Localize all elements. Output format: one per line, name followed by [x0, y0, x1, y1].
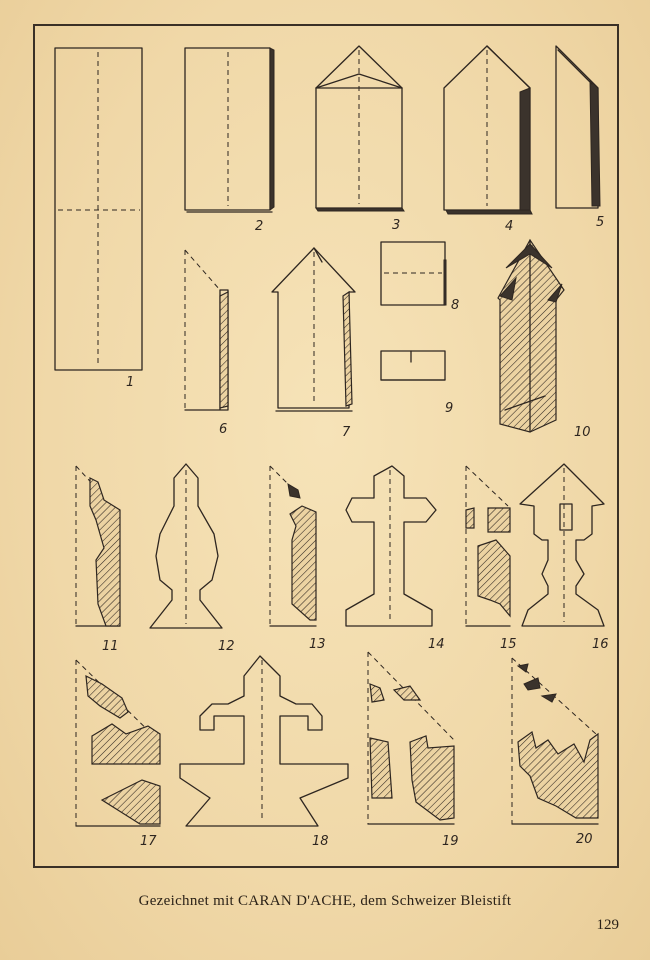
figure-12 [149, 463, 223, 629]
figure-17 [75, 659, 161, 827]
figure-9 [380, 350, 446, 381]
figure-label-13: 13 [309, 637, 326, 652]
figure-4 [443, 45, 533, 215]
figure-label-5: 5 [596, 215, 604, 230]
figure-label-2: 2 [255, 219, 263, 234]
figure-label-10: 10 [574, 425, 591, 440]
figure-3 [315, 45, 405, 212]
caption: Gezeichnet mit CARAN D'ACHE, dem Schweiz… [138, 893, 512, 909]
figure-label-15: 15 [500, 637, 517, 652]
figure-label-18: 18 [312, 834, 329, 849]
figure-6 [184, 249, 229, 411]
figure-20 [511, 657, 599, 825]
figure-label-6: 6 [219, 422, 227, 437]
figure-label-3: 3 [392, 218, 400, 233]
figure-10 [497, 238, 565, 433]
figure-7 [271, 247, 356, 412]
figure-label-7: 7 [342, 425, 351, 440]
figure-label-14: 14 [428, 637, 445, 652]
figure-label-1: 1 [126, 375, 134, 390]
figure-label-17: 17 [140, 834, 157, 849]
figure-2 [184, 47, 275, 213]
figure-labels: 1 2 3 4 5 6 7 8 9 10 11 12 13 14 15 16 1… [102, 215, 609, 849]
figure-11 [75, 465, 121, 627]
figure-18 [179, 655, 349, 827]
figure-13 [269, 465, 317, 627]
figure-14 [345, 465, 437, 627]
figure-label-12: 12 [218, 639, 235, 654]
figure-15 [465, 465, 511, 627]
figure-label-16: 16 [592, 637, 609, 652]
figure-label-11: 11 [102, 639, 119, 654]
figure-label-19: 19 [442, 834, 459, 849]
figure-8 [380, 241, 447, 306]
figure-16 [519, 463, 605, 627]
figure-label-20: 20 [576, 832, 593, 847]
figure-label-8: 8 [451, 298, 459, 313]
figure-19 [367, 651, 455, 825]
page-number: 129 [596, 917, 620, 933]
figure-1 [54, 47, 143, 371]
illustration-frame [33, 24, 619, 868]
figure-5 [555, 45, 601, 209]
figure-label-9: 9 [445, 401, 453, 416]
figure-label-4: 4 [505, 219, 513, 234]
